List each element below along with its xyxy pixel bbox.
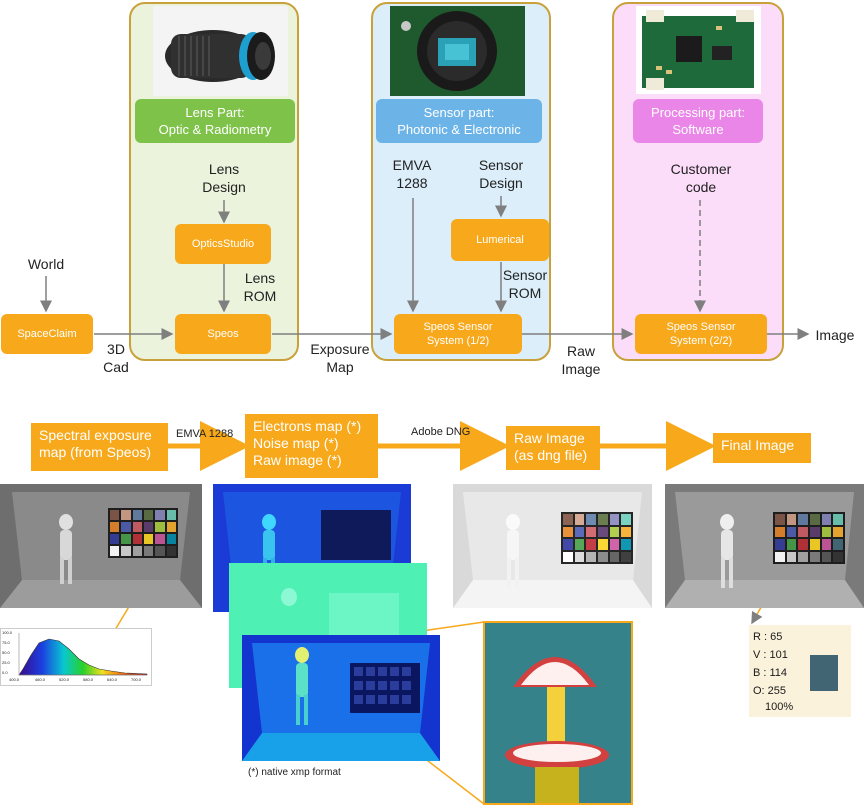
xmp-footnote: (*) native xmp format [248, 767, 341, 778]
lens-design-label: Lens Design [202, 161, 246, 195]
electrons-noise-raw-box: Electrons map (*) Noise map (*) Raw imag… [245, 414, 378, 478]
speos-box: Speos [175, 314, 271, 354]
camera-lens-photo [153, 6, 288, 96]
raw-image-dng-box: Raw Image (as dng file) [506, 426, 600, 470]
final-color-checker [775, 514, 843, 562]
spectrum-y-tick-3: 25.0 [2, 660, 10, 665]
sensor-part-header: Sensor part: Photonic & Electronic [376, 99, 542, 143]
exposure-map-label: Exposure Map [310, 341, 370, 375]
color-readout-panel: R : 65 V : 101 B : 114 O: 255 100% [749, 625, 851, 717]
cad-3d-label: 3D Cad [103, 341, 129, 375]
spectrum-y-tick-2: 50.0 [2, 650, 10, 655]
readout-r: R : 65 [753, 631, 783, 643]
world-label: World [27, 256, 65, 272]
lens-rom-label: Lens ROM [243, 270, 277, 304]
processing-part-header: Processing part: Software [633, 99, 763, 143]
adobe-dng-arrow-label: Adobe DNG [411, 426, 471, 438]
raw-image-label: Raw Image [561, 343, 601, 377]
emva-arrow-label: EMVA 1288 [176, 428, 234, 440]
spectrum-x-tick-0: 400.0 [9, 677, 20, 682]
zoomed-noise-image [485, 623, 631, 803]
sensor-rom-label: Sensor ROM [502, 267, 548, 301]
raw-dng-color-checker [563, 514, 631, 562]
opticsstudio-box: OpticsStudio [175, 224, 271, 264]
spectrum-x-tick-1: 460.0 [35, 677, 46, 682]
raw-dng-render-image [453, 484, 652, 608]
spectrum-y-tick-0: 100.0 [2, 630, 13, 635]
customer-code-label: Customer code [670, 161, 732, 195]
spectrum-y-tick-1: 75.0 [2, 640, 10, 645]
spectral-color-checker [110, 510, 176, 556]
readout-o: O: 255 [753, 685, 787, 697]
speos-sensor-system-1-box: Speos Sensor System (1/2) [394, 314, 522, 354]
image-label: Image [815, 327, 855, 343]
spectrum-y-tick-4: 0.0 [2, 670, 8, 675]
raw-xmp-image [242, 635, 440, 761]
processing-board-photo [636, 6, 761, 94]
spectral-render-image [0, 484, 202, 608]
final-image-box: Final Image [713, 433, 811, 463]
spectrum-x-tick-2: 520.0 [59, 677, 70, 682]
lumerical-box: Lumerical [451, 219, 549, 261]
sensor-board-photo [390, 6, 525, 96]
readout-b: B : 114 [753, 667, 788, 679]
spaceclaim-box: SpaceClaim [1, 314, 93, 354]
speos-sensor-system-2-box: Speos Sensor System (2/2) [635, 314, 767, 354]
spectrum-x-tick-5: 700.0 [131, 677, 142, 682]
readout-pct: 100% [765, 701, 794, 713]
emva-label: EMVA 1288 [392, 157, 432, 191]
spectrum-x-tick-3: 580.0 [83, 677, 94, 682]
spectral-exposure-box: Spectral exposure map (from Speos) [31, 423, 168, 471]
sensor-design-label: Sensor Design [478, 157, 524, 191]
lens-part-header: Lens Part: Optic & Radiometry [135, 99, 295, 143]
spectrum-x-tick-4: 640.0 [107, 677, 118, 682]
color-swatch [810, 655, 838, 691]
spectrum-chart: 100.0 75.0 50.0 25.0 0.0 400.0 460.0 520… [0, 628, 152, 686]
final-render-image [665, 484, 864, 608]
readout-v: V : 101 [753, 649, 788, 661]
